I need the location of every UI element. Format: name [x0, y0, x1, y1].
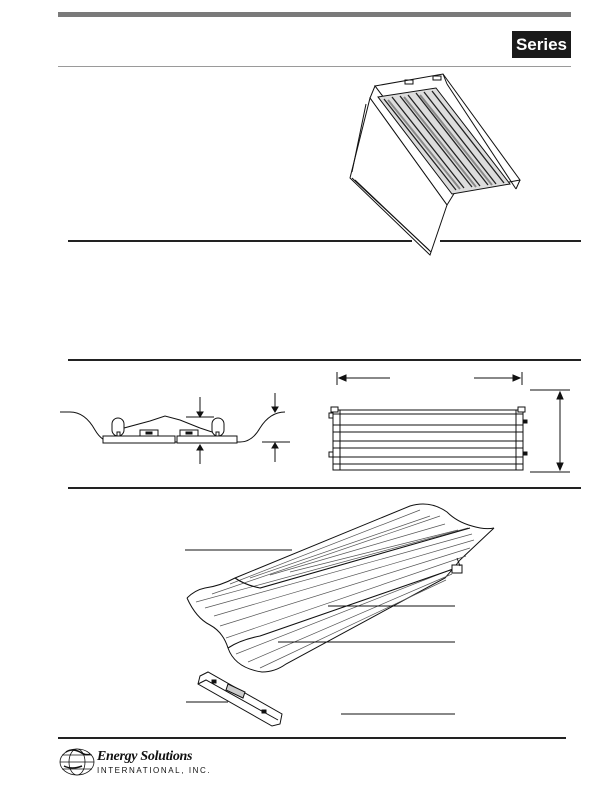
section-divider-2 — [68, 359, 581, 361]
section-divider-1 — [68, 240, 412, 242]
company-suffix: INTERNATIONAL, INC. — [97, 766, 212, 775]
footer-divider — [58, 737, 566, 739]
section-divider-1b — [440, 240, 581, 242]
company-name: Energy Solutions — [97, 749, 193, 764]
top-accent-bar — [58, 12, 571, 17]
header-divider — [58, 66, 571, 67]
section-divider-3 — [68, 487, 581, 489]
series-badge: Series — [512, 31, 571, 58]
